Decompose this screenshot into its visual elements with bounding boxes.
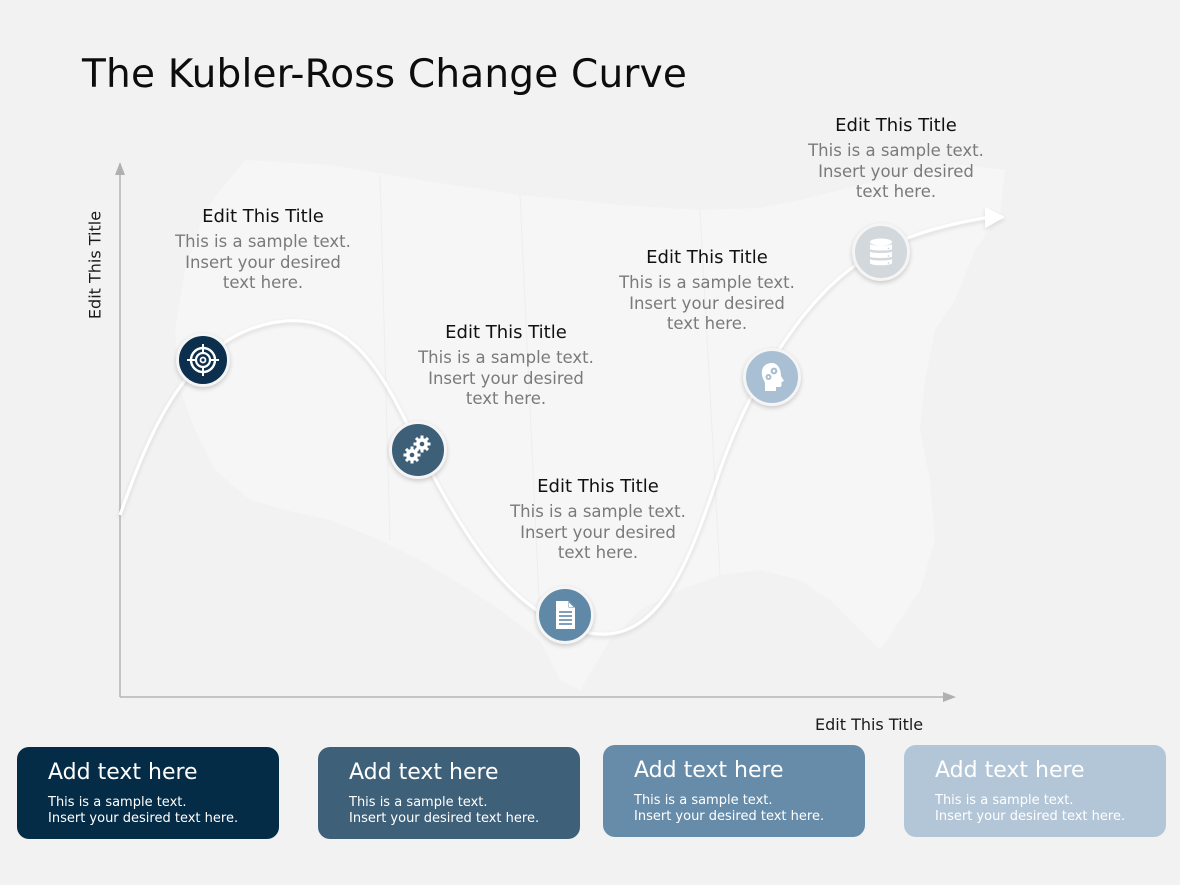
info-card-2-description: This is a sample text. Insert your desir…: [349, 795, 540, 826]
info-card-4-title: Add text here: [935, 758, 1085, 783]
x-axis-label: Edit This Title: [815, 715, 924, 734]
stage-5-text: Edit This Title This is a sample text. I…: [786, 114, 1006, 203]
stage-3-node: [536, 586, 594, 644]
head-gears-icon: [761, 363, 784, 391]
stage-4-text: Edit This Title This is a sample text. I…: [597, 246, 817, 335]
gears-icon: [403, 435, 431, 464]
info-card-3-description: This is a sample text. Insert your desir…: [634, 793, 825, 824]
info-card-3: Add text here This is a sample text. Ins…: [603, 745, 865, 837]
stage-5-node: [852, 223, 910, 281]
stage-1-description: This is a sample text. Insert your desir…: [175, 232, 351, 292]
stage-3-title: Edit This Title: [537, 476, 659, 497]
stage-1-node: [176, 333, 230, 387]
stage-2-title: Edit This Title: [445, 322, 567, 343]
info-card-3-title: Add text here: [634, 758, 784, 783]
info-card-1-description: This is a sample text. Insert your desir…: [48, 795, 239, 826]
info-card-4-description: This is a sample text. Insert your desir…: [935, 793, 1126, 824]
y-axis: [115, 162, 125, 697]
stage-5-title: Edit This Title: [835, 115, 957, 136]
stage-4-node: [743, 348, 801, 406]
stage-1-title: Edit This Title: [202, 206, 324, 227]
stage-2-description: This is a sample text. Insert your desir…: [418, 348, 594, 408]
target-icon: [187, 344, 219, 376]
info-card-1: Add text here This is a sample text. Ins…: [17, 747, 279, 839]
stage-3-description: This is a sample text. Insert your desir…: [510, 502, 686, 562]
info-card-1-title: Add text here: [48, 760, 198, 785]
y-axis-label: Edit This Title: [85, 210, 105, 320]
stage-4-description: This is a sample text. Insert your desir…: [619, 273, 795, 333]
database-icon: [870, 238, 892, 266]
info-card-2: Add text here This is a sample text. Ins…: [318, 747, 580, 839]
x-axis: [120, 692, 956, 702]
info-card-4: Add text here This is a sample text. Ins…: [904, 745, 1166, 837]
stage-3-text: Edit This Title This is a sample text. I…: [488, 475, 708, 564]
stage-2-node: [389, 421, 447, 479]
slide-title: The Kubler-Ross Change Curve: [82, 52, 688, 98]
stage-2-text: Edit This Title This is a sample text. I…: [396, 321, 616, 410]
document-icon: [556, 601, 575, 629]
stage-1-text: Edit This Title This is a sample text. I…: [153, 205, 373, 294]
stage-4-title: Edit This Title: [646, 247, 768, 268]
stage-5-description: This is a sample text. Insert your desir…: [808, 141, 984, 201]
info-card-2-title: Add text here: [349, 760, 499, 785]
